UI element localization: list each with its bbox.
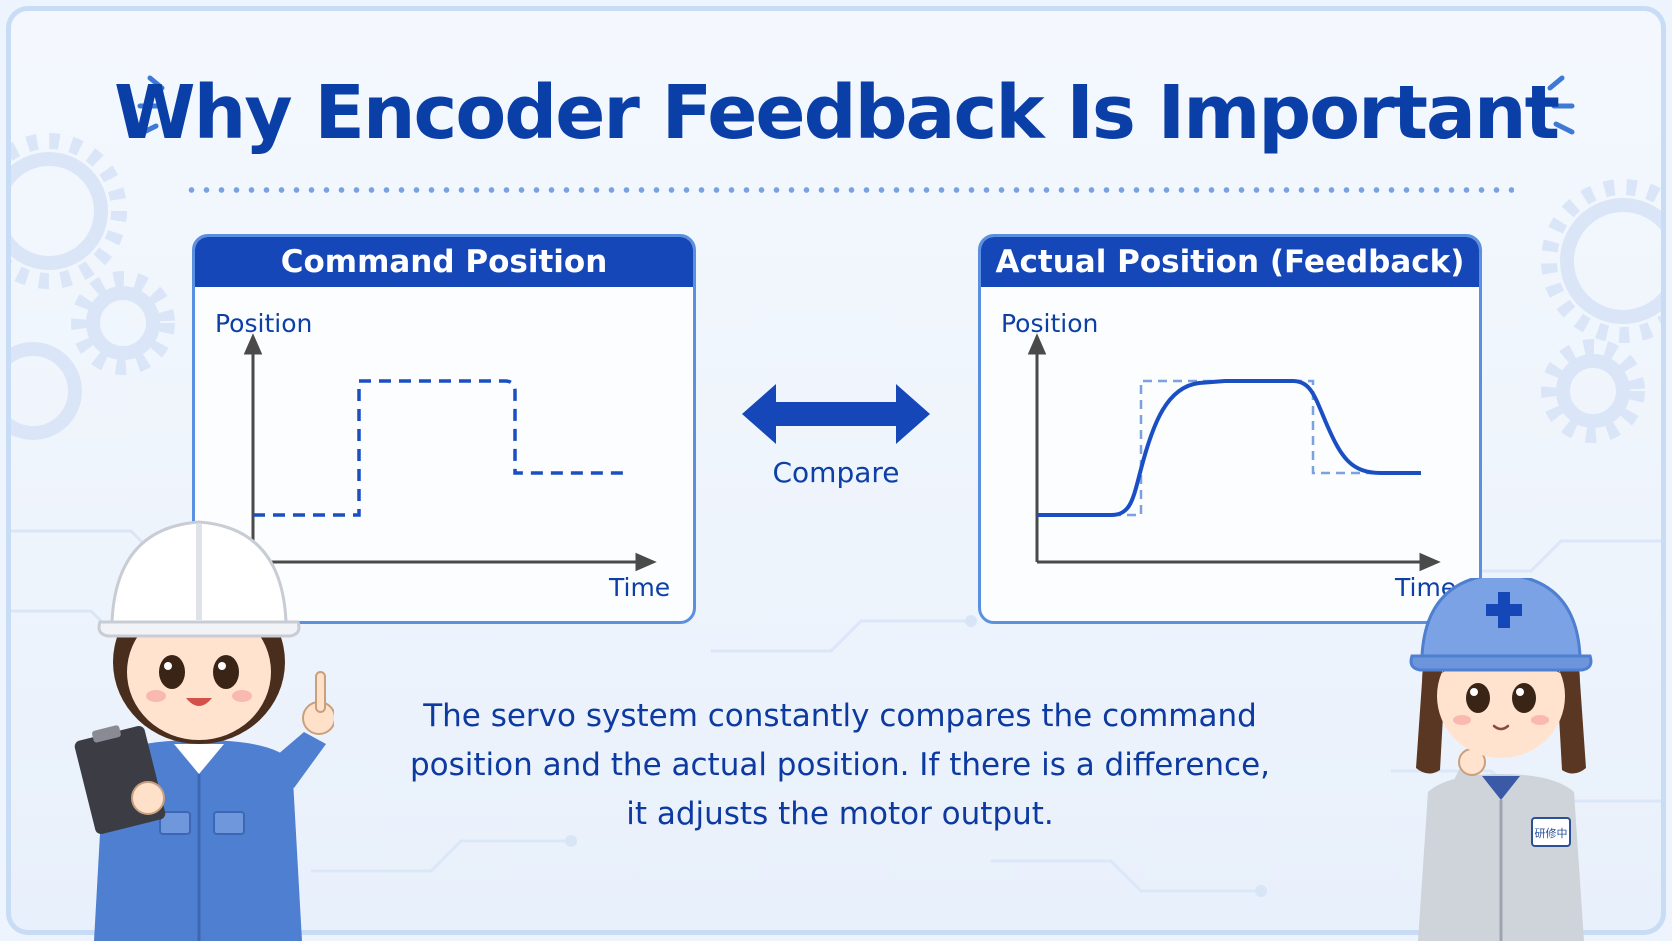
y-axis-label: Position [1001, 309, 1099, 338]
feedback-signal [1037, 379, 1421, 517]
command-signal [253, 379, 627, 517]
caption-line: The servo system constantly compares the… [423, 698, 1257, 734]
axes [243, 333, 657, 572]
x-axis-label: Time [609, 573, 671, 602]
command-reference-signal [1037, 379, 1421, 517]
command-position-panel: Command Position Position Time [192, 234, 696, 624]
trainee-character-right: 研修中 [1409, 578, 1593, 941]
panel-header: Command Position [195, 237, 693, 287]
spark-icon [137, 75, 165, 137]
axes [1027, 333, 1441, 572]
spark-icon [1547, 75, 1575, 135]
page-title: Why Encoder Feedback Is Important [114, 70, 1560, 156]
y-axis-label: Position [215, 309, 313, 338]
compare-label: Compare [772, 456, 900, 489]
engineer-character-left [74, 520, 334, 941]
caption-line: it adjusts the motor output. [626, 796, 1054, 832]
gear-icon [11, 133, 1661, 443]
explanation-text: The servo system constantly compares the… [340, 692, 1340, 839]
name-badge-text: 研修中 [1535, 826, 1568, 840]
double-arrow-icon [742, 384, 930, 444]
actual-position-graph [1027, 333, 1441, 572]
command-position-graph [243, 333, 657, 572]
panel-header: Actual Position (Feedback) [981, 237, 1479, 287]
title-divider [184, 186, 1514, 194]
caption-line: position and the actual position. If the… [409, 747, 1271, 783]
actual-position-panel: Actual Position (Feedback) Position Time [978, 234, 1482, 624]
